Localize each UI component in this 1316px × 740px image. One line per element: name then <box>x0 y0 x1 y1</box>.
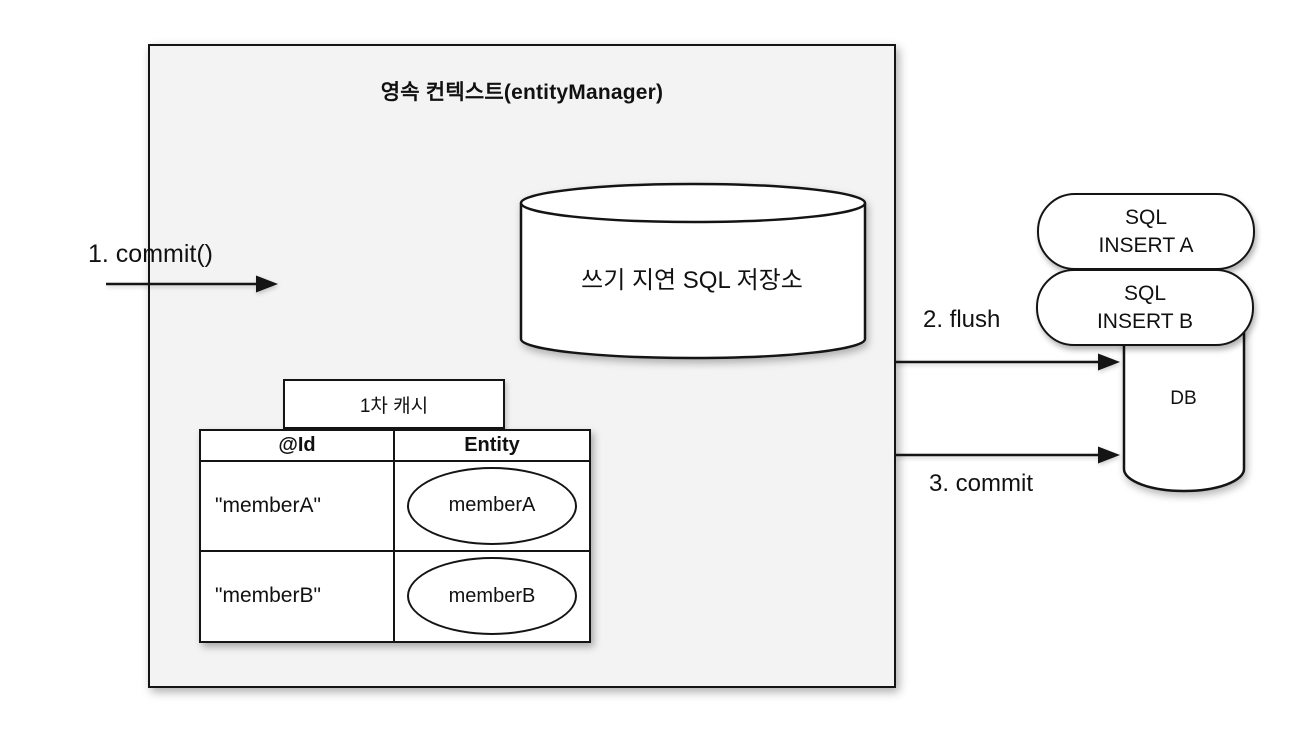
commit3-arrow <box>896 446 1120 464</box>
table-cell-entity-row2: memberB <box>395 552 589 642</box>
sql-insert-a-line2: INSERT A <box>1098 233 1194 257</box>
flush-arrow <box>896 353 1120 371</box>
persistence-context-title: 영속 컨텍스트(entityManager) <box>380 81 664 104</box>
table-cell-id-row1: "memberA" <box>201 462 395 552</box>
commit3-arrow-label: 3. commit <box>929 470 1034 497</box>
db-cylinder-icon <box>1122 330 1246 493</box>
table-cell-entity-row1: memberA <box>395 462 589 552</box>
first-level-cache-label-box: 1차 캐시 <box>283 379 505 429</box>
first-level-cache-table: @Id Entity "memberA" memberA "memberB" m… <box>199 429 591 643</box>
commit1-arrow-label: 1. commit() <box>88 240 213 268</box>
entity-label-memberA: memberA <box>448 494 536 517</box>
sql-insert-b-line2: INSERT B <box>1096 309 1194 333</box>
entity-label-memberB: memberB <box>448 584 536 607</box>
sql-store-label: 쓰기 지연 SQL 저장소 <box>581 266 803 294</box>
table-header-entity: Entity <box>395 431 589 462</box>
first-level-cache-label: 1차 캐시 <box>359 395 429 417</box>
entity-ellipse-memberB: memberB <box>407 557 577 636</box>
entity-ellipse-memberA: memberA <box>407 466 577 545</box>
flush-arrow-label: 2. flush <box>923 306 1001 333</box>
sql-insert-b-line1: SQL <box>1123 281 1167 305</box>
sql-insert-a-line1: SQL <box>1124 205 1168 229</box>
sql-store-cylinder-icon <box>519 182 867 360</box>
sql-insert-b-box: SQL INSERT B <box>1036 269 1254 346</box>
table-header-id: @Id <box>201 431 395 462</box>
db-label: DB <box>1170 388 1197 409</box>
sql-insert-a-box: SQL INSERT A <box>1037 193 1255 270</box>
table-cell-id-row2: "memberB" <box>201 551 395 641</box>
